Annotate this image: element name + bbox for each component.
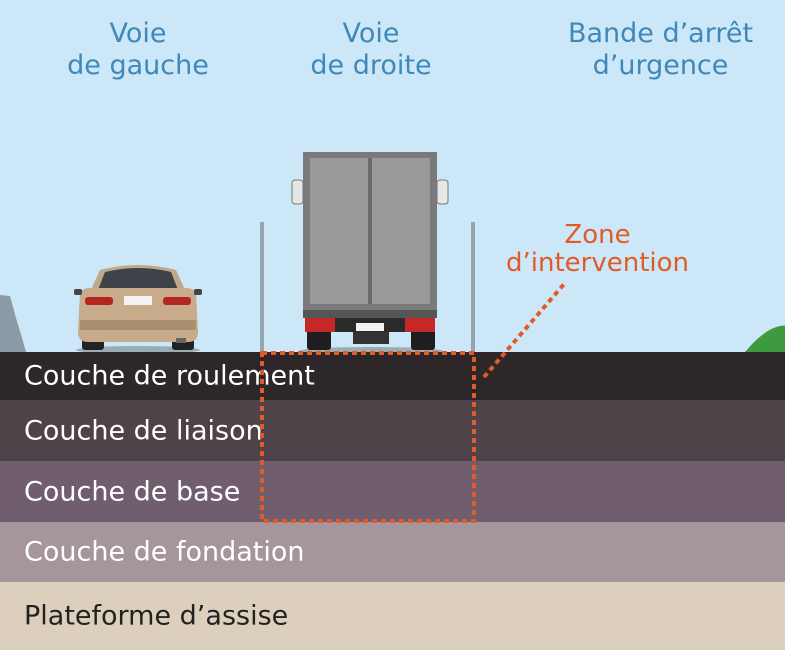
zone-leader-line [482,281,567,379]
zone-label-line1: Zone [564,220,631,250]
layer-liaison-label: Couche de liaison [24,415,263,446]
lane-label-right: Voie de droite [271,18,471,82]
lane-label-right-line1: Voie [342,18,400,49]
lane-label-left-line1: Voie [109,18,167,49]
layer-plateforme-label: Plateforme d’assise [24,600,289,632]
truck-icon [291,152,449,355]
layer-roulement-label: Couche de roulement [24,360,315,392]
layer-fondation: Couche de fondation [0,522,785,582]
rock-shape [0,295,26,352]
lane-label-emergency-line1: Bande d’arrêt [567,18,754,49]
layer-fondation-label: Couche de fondation [24,536,305,568]
zone-label: Zone d’intervention [490,221,705,277]
lane-separator-left [260,222,264,352]
layer-roulement: Couche de roulement [0,352,785,400]
car-icon [74,265,202,354]
lane-label-right-line2: de droite [310,50,432,81]
lane-label-left: Voie de gauche [38,18,238,82]
zone-label-line2: d’intervention [505,248,689,278]
layer-liaison: Couche de liaison [0,400,785,461]
bush-shape [745,325,785,352]
layer-base: Couche de base [0,461,785,522]
intervention-zone-rect [260,351,476,523]
layer-plateforme: Plateforme d’assise [0,582,785,650]
lane-label-emergency-line2: d’urgence [592,50,729,81]
lane-label-left-line2: de gauche [67,50,209,81]
layer-base-label: Couche de base [24,476,241,507]
lane-separator-right [471,222,475,352]
lane-label-emergency: Bande d’arrêt d’urgence [548,18,773,82]
